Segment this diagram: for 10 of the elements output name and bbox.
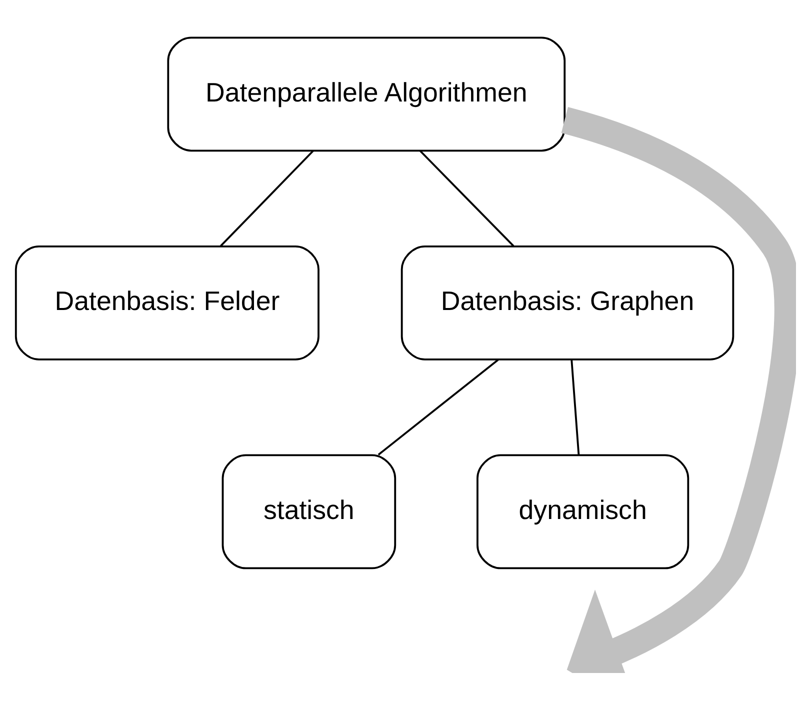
node-box: Datenparallele Algorithmen [167,36,566,152]
arrow [561,106,796,672]
connector [420,150,514,246]
connector [378,358,499,455]
node-box: statisch [222,454,396,569]
connector [570,359,580,454]
node-box: Datenbasis: Felder [14,244,320,360]
node-box: Datenbasis: Graphen [400,244,734,360]
connector [220,150,314,246]
node-box: dynamisch [476,454,690,569]
